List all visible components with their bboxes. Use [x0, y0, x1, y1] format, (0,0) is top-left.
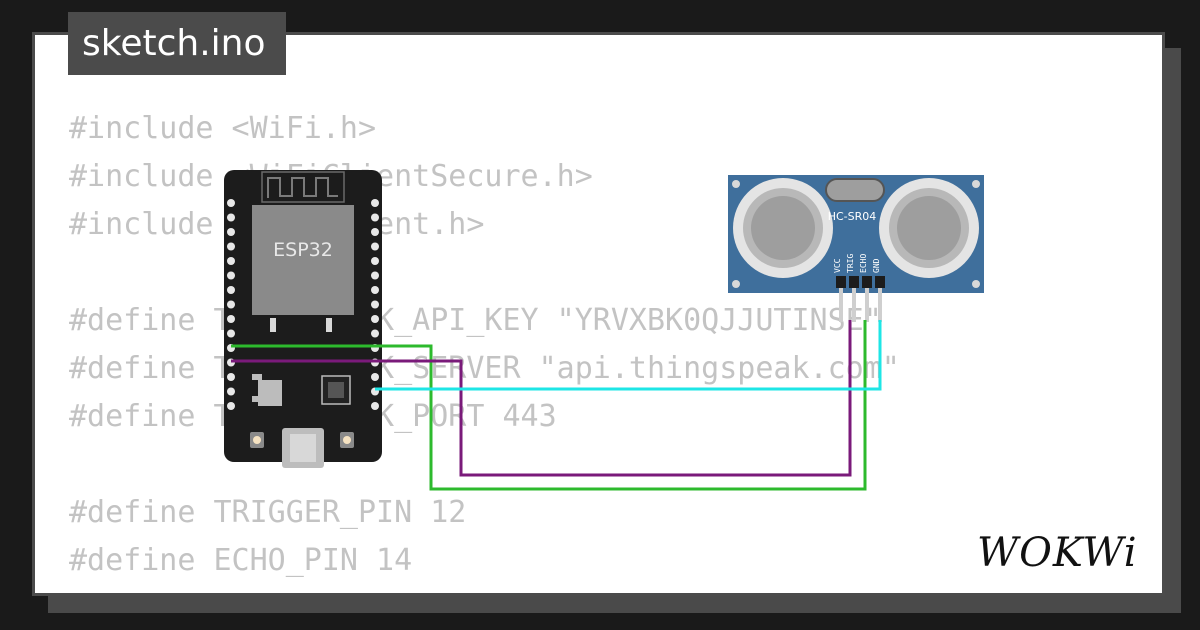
esp32-pins-left[interactable] [227, 199, 235, 410]
wire-purple[interactable] [231, 320, 852, 477]
wire-green[interactable] [231, 320, 867, 491]
wire-cyan[interactable] [375, 320, 882, 391]
esp32-pin[interactable] [371, 213, 379, 222]
esp32-pin[interactable] [371, 402, 379, 410]
esp32-pin[interactable] [227, 387, 235, 396]
hc-sr04-sensor[interactable]: HC-SR04 VCC TRIG ECHO GND [728, 175, 984, 322]
esp32-pin[interactable] [371, 329, 379, 338]
pin-label-echo: ECHO [859, 254, 868, 273]
esp32-pin[interactable] [371, 199, 379, 207]
esp32-pin[interactable] [227, 257, 235, 265]
esp32-pin[interactable] [227, 300, 235, 309]
code-line: #include <WiFi.h> [69, 111, 377, 146]
esp32-pin[interactable] [227, 329, 235, 338]
esp32-pin[interactable] [227, 286, 235, 294]
esp32-pin[interactable] [227, 199, 235, 207]
esp32-pin[interactable] [227, 271, 235, 280]
pin-label-trig: TRIG [846, 254, 855, 273]
esp32-pin[interactable] [227, 242, 235, 251]
esp32-pin[interactable] [371, 228, 379, 236]
esp32-pin[interactable] [227, 402, 235, 410]
esp32-pin[interactable] [371, 300, 379, 309]
esp32-pin[interactable] [371, 315, 379, 323]
esp32-pin[interactable] [227, 315, 235, 323]
esp32-pin[interactable] [371, 242, 379, 251]
wokwi-logo[interactable]: WOKWi [975, 522, 1155, 582]
esp32-pin[interactable] [227, 228, 235, 236]
logo-text: WOKWi [977, 530, 1138, 576]
esp32-pin[interactable] [227, 213, 235, 222]
esp32-pin[interactable] [371, 286, 379, 294]
esp32-label: ESP32 [273, 239, 333, 261]
sensor-label: HC-SR04 [828, 210, 877, 223]
pin-label-gnd: GND [872, 258, 881, 273]
code-line: #define TRIGGER_PIN 12 [69, 495, 467, 530]
esp32-pin[interactable] [371, 373, 379, 381]
esp32-pin[interactable] [227, 373, 235, 381]
esp32-pin[interactable] [371, 271, 379, 280]
pin-label-vcc: VCC [833, 258, 842, 273]
esp32-pin[interactable] [371, 257, 379, 265]
code-line: #define ECHO_PIN 14 [69, 543, 413, 578]
esp32-pins-right[interactable] [371, 199, 379, 410]
file-tab[interactable]: sketch.ino [68, 12, 286, 75]
esp32-board[interactable]: ESP32 [224, 170, 382, 468]
